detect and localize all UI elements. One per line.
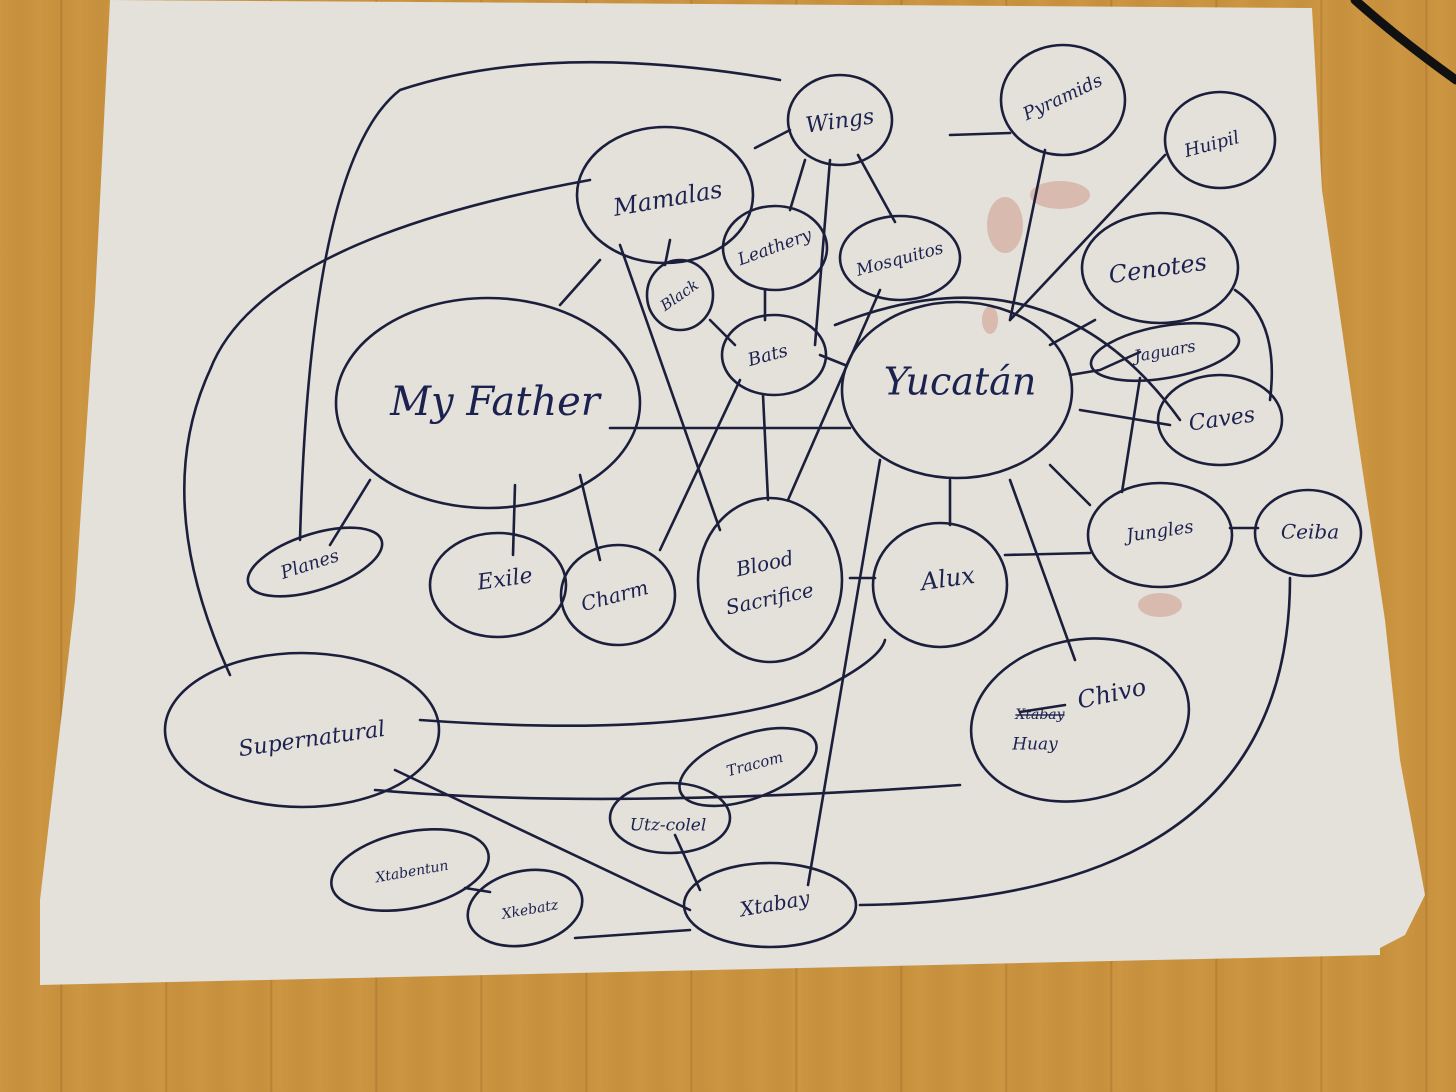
node-ceiba[interactable]: Ceiba — [1253, 488, 1363, 578]
node-leathery[interactable]: Leathery — [721, 204, 829, 292]
node-wings[interactable]: Wings — [786, 73, 894, 167]
svg-text:Yucatán: Yucatán — [884, 360, 1037, 404]
svg-text:Utz-colel: Utz-colel — [630, 816, 707, 836]
node-mosquitos[interactable]: Mosquitos — [838, 214, 962, 302]
node-yucatan[interactable]: Yucatán — [840, 300, 1074, 480]
node-blood-sacrifice[interactable]: Blood Sacrifice — [696, 496, 844, 664]
node-xtabentun[interactable]: Xtabentun — [324, 816, 496, 924]
nodes: My Father Yucatán Mamalas Wings Leathery… — [163, 43, 1363, 957]
node-jungles[interactable]: Jungles — [1086, 481, 1234, 589]
node-charm[interactable]: Charm — [559, 543, 677, 647]
node-huay-chivo[interactable]: Xtabay Huay Chivo — [956, 619, 1204, 821]
node-pyramids[interactable]: Pyramids — [999, 43, 1127, 157]
svg-text:My Father: My Father — [389, 379, 603, 425]
edges — [182, 60, 1292, 940]
strikethrough-mark — [1018, 703, 1067, 714]
node-my-father[interactable]: My Father — [334, 296, 642, 510]
svg-text:Ceiba: Ceiba — [1281, 520, 1339, 544]
node-exile[interactable]: Exile — [428, 531, 568, 639]
node-supernatural[interactable]: Supernatural — [163, 651, 441, 809]
node-xtabay[interactable]: Xtabay — [682, 861, 858, 949]
node-utz-colel[interactable]: Utz-colel — [608, 781, 732, 855]
node-huipil[interactable]: Huipil — [1163, 90, 1277, 190]
node-cenotes[interactable]: Cenotes — [1080, 211, 1240, 325]
node-black[interactable]: Black — [645, 258, 715, 332]
svg-text:Huay: Huay — [1011, 735, 1058, 755]
node-tracom[interactable]: Tracom — [669, 712, 826, 821]
node-planes[interactable]: Planes — [240, 514, 390, 611]
node-caves[interactable]: Caves — [1156, 373, 1284, 467]
stains — [982, 181, 1182, 617]
black-cable — [1350, 0, 1456, 85]
node-jaguars[interactable]: Jaguars — [1087, 313, 1244, 390]
node-alux[interactable]: Alux — [871, 521, 1009, 649]
node-xkebatz[interactable]: Xkebatz — [461, 860, 590, 957]
node-bats[interactable]: Bats — [720, 313, 828, 397]
